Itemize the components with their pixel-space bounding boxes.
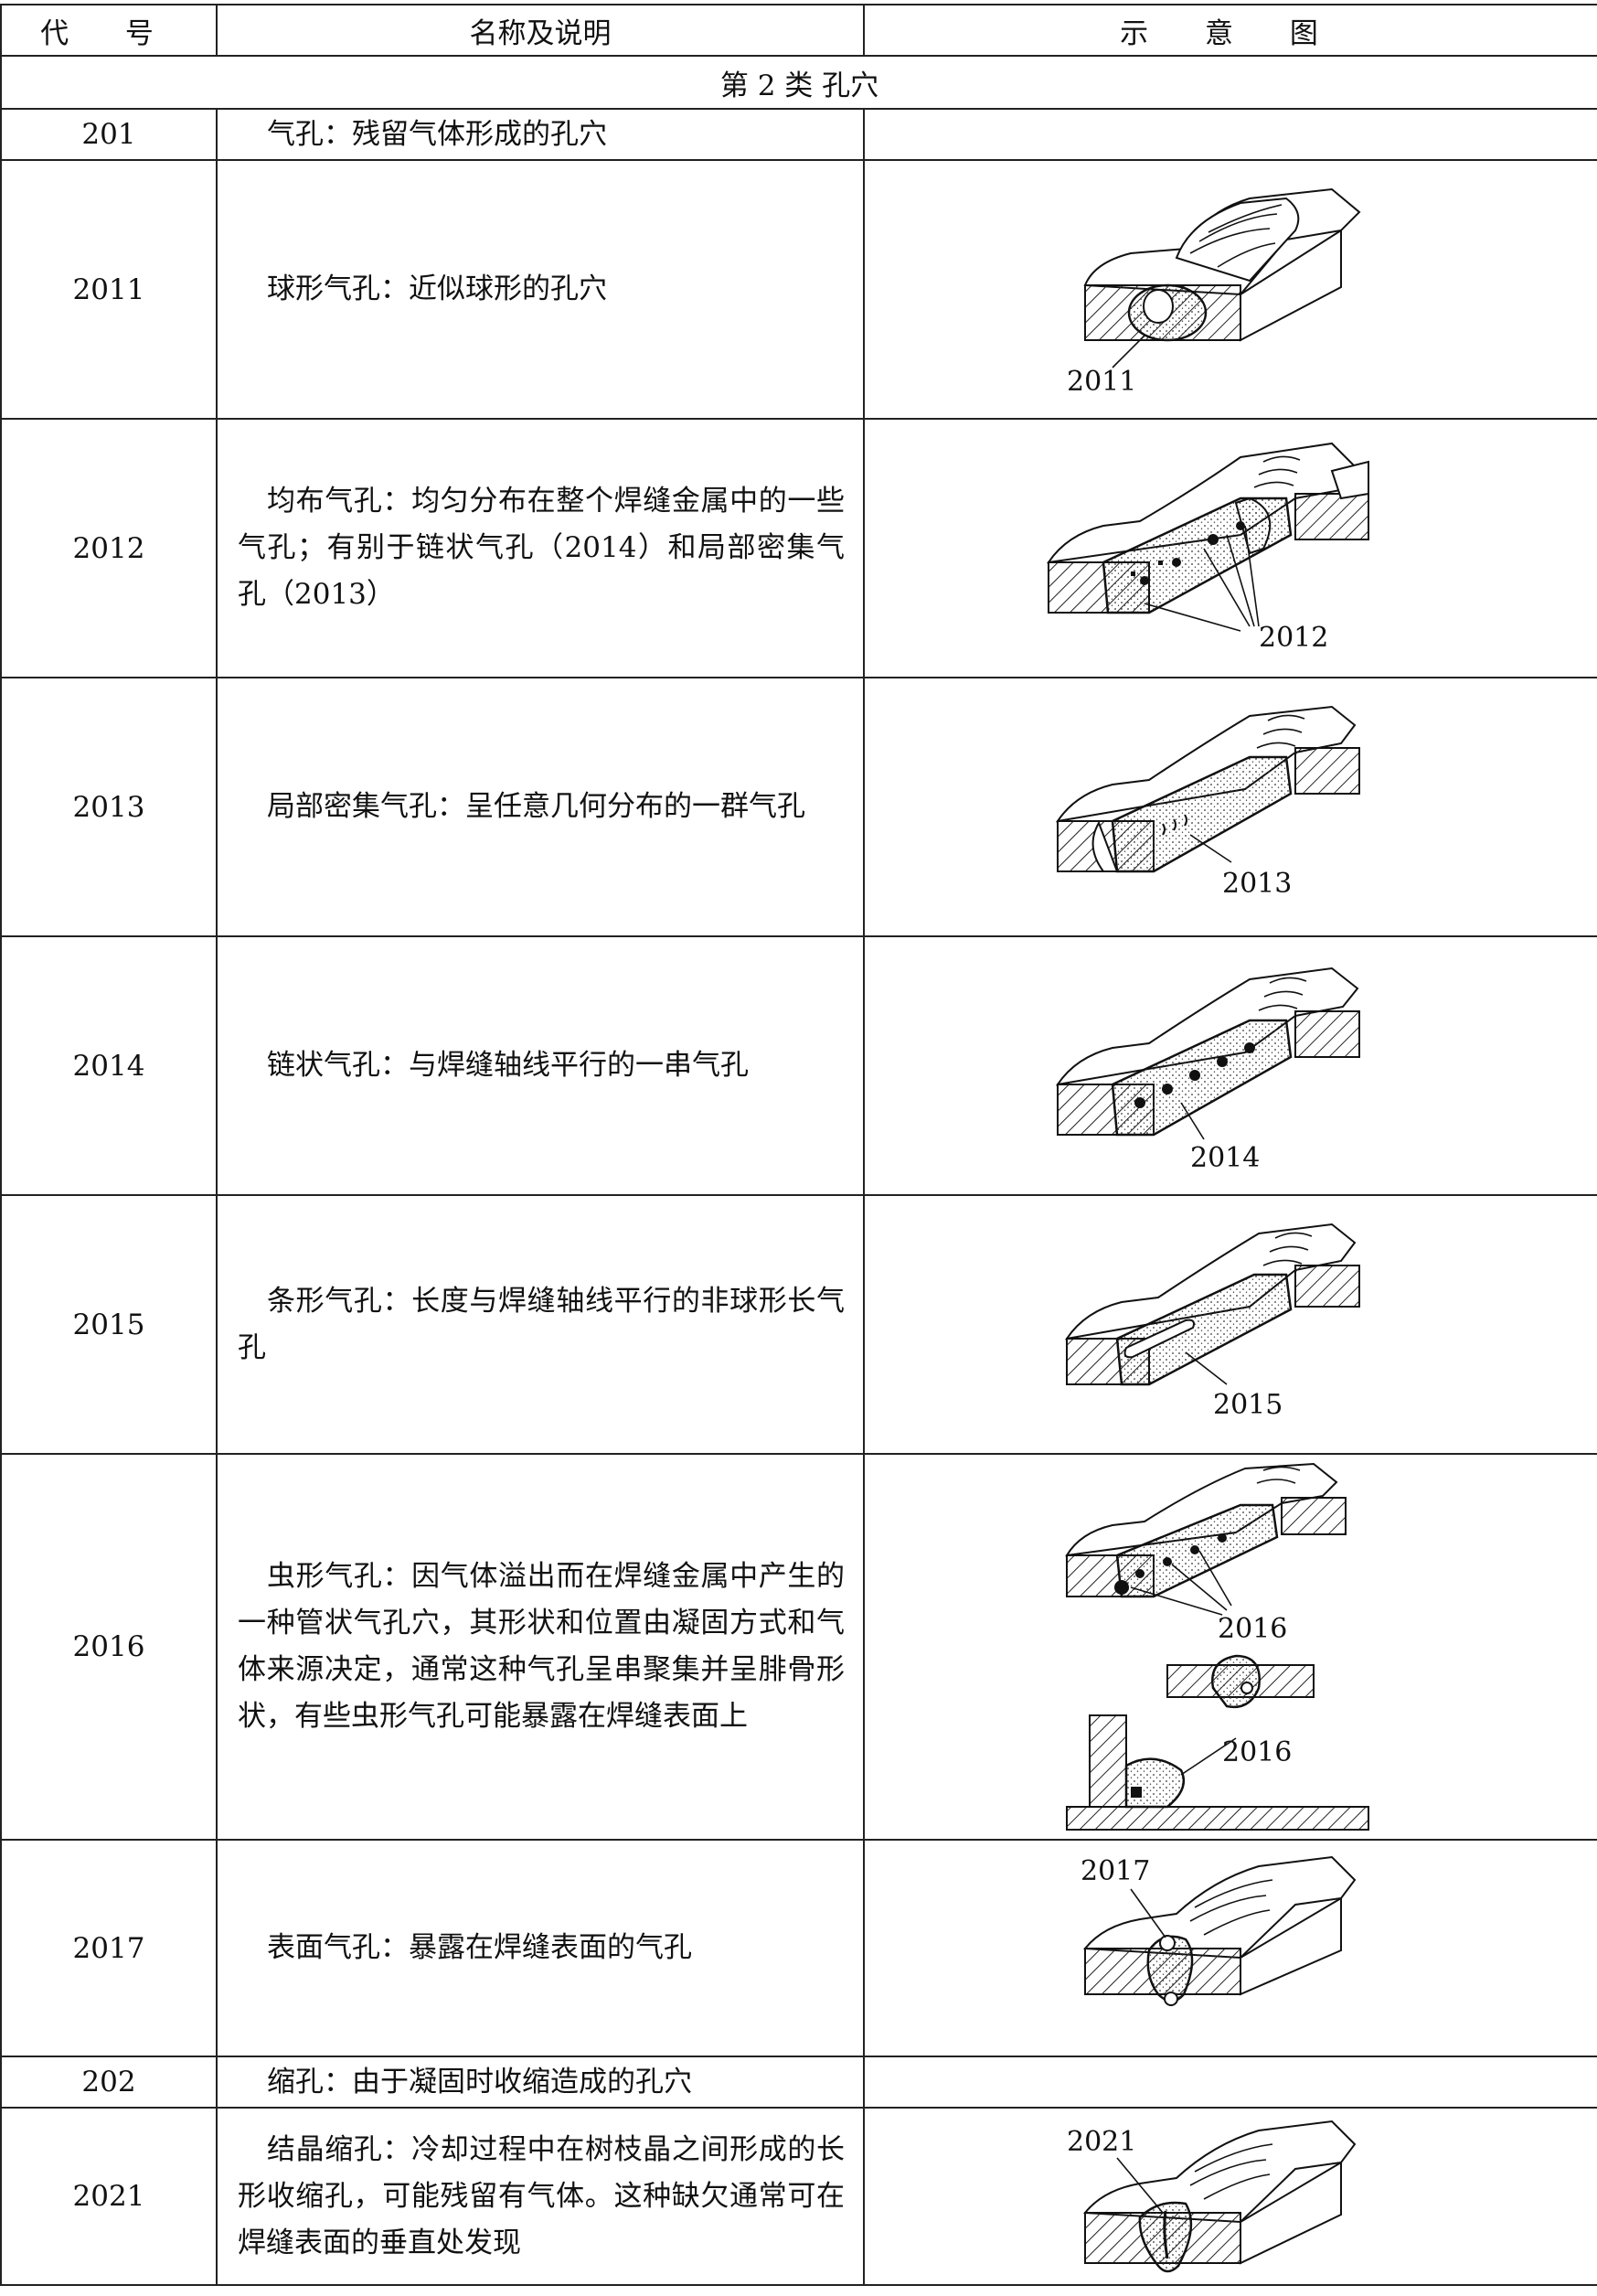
header-code: 代 号 — [0, 4, 218, 57]
defect-description: 虫形气孔：因气体溢出而在焊缝金属中产生的一种管状气孔穴，其形状和位置由凝固方式和… — [216, 1453, 865, 1841]
table-row: 2016 虫形气孔：因气体溢出而在焊缝金属中产生的一种管状气孔穴，其形状和位置由… — [0, 1453, 1597, 1841]
surface-pore-diagram: 2017 — [1081, 1855, 1356, 2006]
header-description: 名称及说明 — [216, 4, 865, 57]
defect-figure: 2021 — [863, 2107, 1597, 2286]
defect-code: 202 — [0, 2056, 218, 2109]
defect-description: 局部密集气孔：呈任意几何分布的一群气孔 — [216, 677, 865, 937]
defect-figure: 2014 — [863, 935, 1597, 1196]
defect-description: 条形气孔：长度与焊缝轴线平行的非球形长气孔 — [216, 1194, 865, 1455]
defect-code: 2011 — [0, 159, 218, 420]
defect-figure-empty — [863, 2056, 1597, 2109]
defect-code: 2016 — [0, 1453, 218, 1841]
figure-label: 2014 — [1190, 1142, 1260, 1174]
interdendritic-shrinkage-diagram: 2021 — [1067, 2120, 1356, 2272]
defect-code: 2015 — [0, 1194, 218, 1455]
defect-description: 表面气孔：暴露在焊缝表面的气孔 — [216, 1839, 865, 2057]
defect-code: 2014 — [0, 935, 218, 1196]
figure-label: 2021 — [1067, 2126, 1136, 2158]
defect-code: 2012 — [0, 418, 218, 678]
defect-description: 均布气孔：均匀分布在整个焊缝金属中的一些气孔；有别于链状气孔（2014）和局部密… — [216, 418, 865, 678]
linear-pores-diagram: 2014 — [1055, 966, 1360, 1174]
table-row: 2013 局部密集气孔：呈任意几何分布的一群气孔 2013 — [0, 677, 1597, 937]
defect-figure: 2016 2016 — [863, 1453, 1597, 1841]
defect-figure: 2013 — [863, 677, 1597, 937]
table-header-row: 代 号 名称及说明 示 意 图 — [0, 4, 1597, 57]
figure-label-a: 2016 — [1218, 1613, 1287, 1645]
defect-table: 代 号 名称及说明 示 意 图 第 2 类 孔穴 201 气孔：残留气体形成的孔… — [0, 4, 1597, 2286]
table-row: 2014 链状气孔：与焊缝轴线平行的一串气孔 2014 — [0, 935, 1597, 1196]
figure-label: 2012 — [1259, 622, 1328, 654]
defect-code: 2013 — [0, 677, 218, 937]
category-title: 第 2 类 孔穴 — [0, 55, 1597, 110]
table-row: 2017 表面气孔：暴露在焊缝表面的气孔 2017 — [0, 1839, 1597, 2057]
table-row: 2012 均布气孔：均匀分布在整个焊缝金属中的一些气孔；有别于链状气孔（2014… — [0, 418, 1597, 678]
defect-description: 结晶缩孔：冷却过程中在树枝晶之间形成的长形收缩孔，可能残留有气体。这种缺欠通常可… — [216, 2107, 865, 2286]
defect-figure: 2015 — [863, 1194, 1597, 1455]
figure-label-b: 2016 — [1222, 1736, 1292, 1768]
uniform-pores-diagram: 2012 — [1046, 442, 1369, 654]
table-row: 2021 结晶缩孔：冷却过程中在树枝晶之间形成的长形收缩孔，可能残留有气体。这种… — [0, 2107, 1597, 2286]
defect-figure: 2017 — [863, 1839, 1597, 2057]
defect-code: 201 — [0, 108, 218, 161]
defect-description: 缩孔：由于凝固时收缩造成的孔穴 — [216, 2056, 865, 2109]
spherical-pore-diagram: 2011 — [1067, 187, 1360, 398]
wormhole-pores-diagram: 2016 2016 — [1064, 1462, 1369, 1831]
table-row: 2015 条形气孔：长度与焊缝轴线平行的非球形长气孔 2015 — [0, 1194, 1597, 1455]
figure-label: 2015 — [1213, 1389, 1283, 1421]
table-row: 201 气孔：残留气体形成的孔穴 — [0, 108, 1597, 161]
header-figure: 示 意 图 — [863, 4, 1597, 57]
defect-description: 链状气孔：与焊缝轴线平行的一串气孔 — [216, 935, 865, 1196]
defect-code: 2017 — [0, 1839, 218, 2057]
defect-description: 气孔：残留气体形成的孔穴 — [216, 108, 865, 161]
elongated-pore-diagram: 2015 — [1064, 1223, 1360, 1421]
clustered-pores-diagram: 2013 — [1055, 705, 1360, 900]
figure-label: 2017 — [1081, 1855, 1150, 1887]
table-row: 202 缩孔：由于凝固时收缩造成的孔穴 — [0, 2056, 1597, 2109]
defect-code: 2021 — [0, 2107, 218, 2286]
figure-label: 2011 — [1067, 366, 1136, 398]
defect-figure-empty — [863, 108, 1597, 161]
figure-label: 2013 — [1222, 868, 1292, 900]
category-row: 第 2 类 孔穴 — [0, 55, 1597, 110]
table-row: 2011 球形气孔：近似球形的孔穴 2011 — [0, 159, 1597, 420]
defect-figure: 2012 — [863, 418, 1597, 678]
defect-description: 球形气孔：近似球形的孔穴 — [216, 159, 865, 420]
defect-figure: 2011 — [863, 159, 1597, 420]
